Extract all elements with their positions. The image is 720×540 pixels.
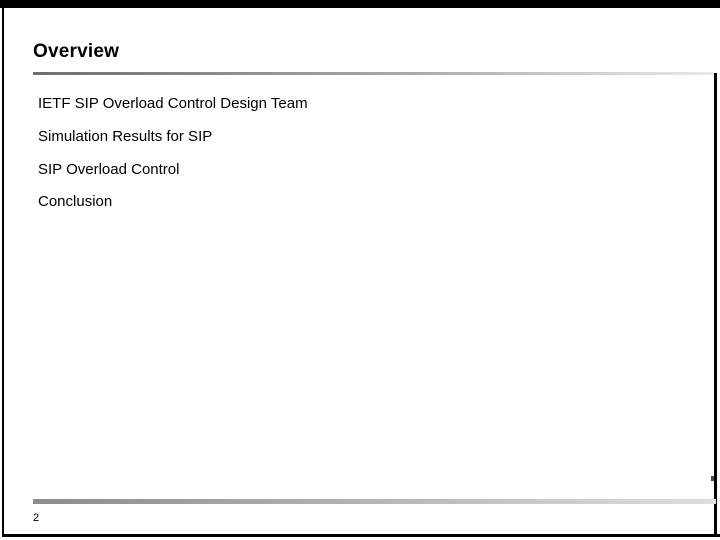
slide-top-border (0, 0, 720, 8)
list-item: Conclusion (38, 193, 113, 211)
footer-divider (33, 499, 716, 504)
right-edge-notch (711, 476, 714, 481)
list-item: IETF SIP Overload Control Design Team (38, 95, 308, 112)
page-number: 2 (33, 512, 40, 524)
slide-left-border (2, 8, 4, 537)
slide-bottom-border (2, 534, 720, 537)
list-item: SIP Overload Control (38, 160, 180, 178)
title-underline (33, 72, 714, 75)
list-item: Simulation Results for SIP (38, 127, 213, 145)
page-title: Overview (33, 41, 120, 62)
overview-list: IETF SIP Overload Control Design Team Si… (38, 88, 700, 219)
slide-right-border (714, 73, 717, 537)
